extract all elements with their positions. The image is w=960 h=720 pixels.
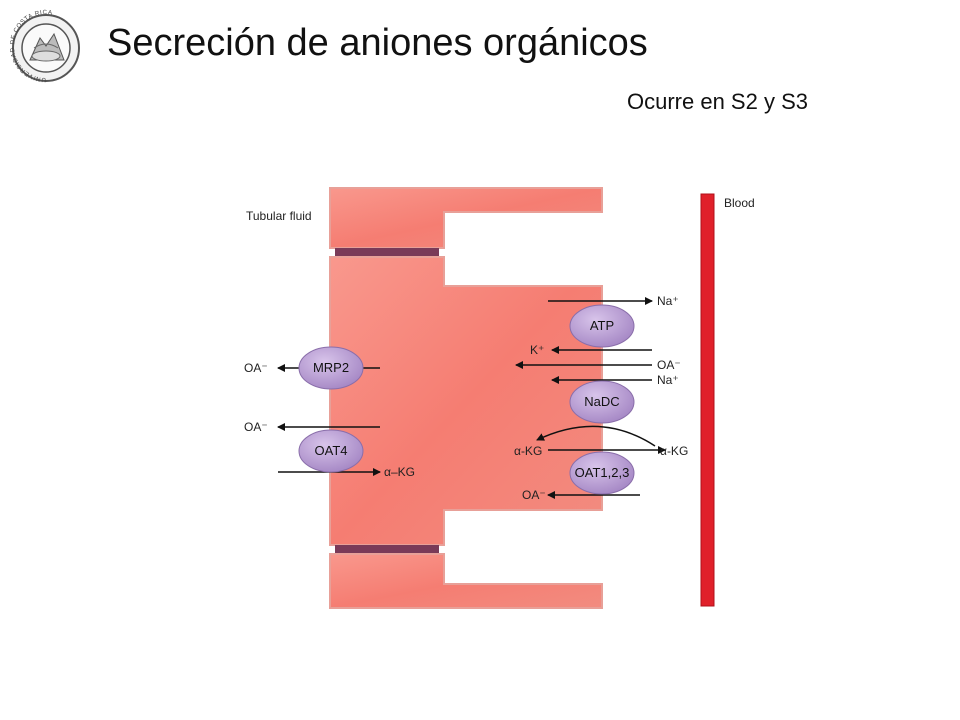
nadc-na-label: Na⁺ [657, 373, 679, 387]
slide-subtitle: Ocurre en S2 y S3 [627, 89, 808, 114]
oat4-label: OAT4 [315, 443, 348, 458]
oat4-akg-label: α–KG [384, 465, 415, 479]
tubular-fluid-label: Tubular fluid [246, 209, 312, 223]
epithelial-cell [329, 256, 603, 546]
oat123-label: OAT1,2,3 [575, 465, 630, 480]
atp-na-label: Na⁺ [657, 294, 679, 308]
university-seal-logo: UNIVERSIDAD DE COSTA RICA [10, 9, 80, 83]
oat123-transporter [569, 451, 635, 495]
lower-tight-junction [335, 545, 439, 554]
akg-cell-label: α-KG [514, 444, 542, 458]
atp-transporter [569, 304, 635, 348]
blood-oa-label: OA⁻ [657, 358, 681, 372]
blood-label: Blood [724, 196, 755, 210]
oat4-transporter [298, 429, 364, 473]
atp-label: ATP [590, 318, 614, 333]
akg-blood-label: α-KG [660, 444, 688, 458]
nadc-label: NaDC [584, 394, 619, 409]
oat4-oa-label: OA⁻ [244, 420, 268, 434]
mrp2-oa-label: OA⁻ [244, 361, 268, 375]
blood-vessel-wall [700, 193, 715, 607]
nadc-transporter [569, 380, 635, 424]
upper-cell [329, 187, 603, 249]
atp-k-label: K⁺ [530, 343, 544, 357]
mrp2-label: MRP2 [313, 360, 349, 375]
slide-title: Secreción de aniones orgánicos [107, 22, 648, 64]
oat123-oa-label: OA⁻ [522, 488, 546, 502]
lower-cell [329, 553, 603, 609]
mrp2-transporter [298, 346, 364, 390]
akg-recycle-arrow [536, 425, 656, 447]
upper-tight-junction [335, 248, 439, 257]
